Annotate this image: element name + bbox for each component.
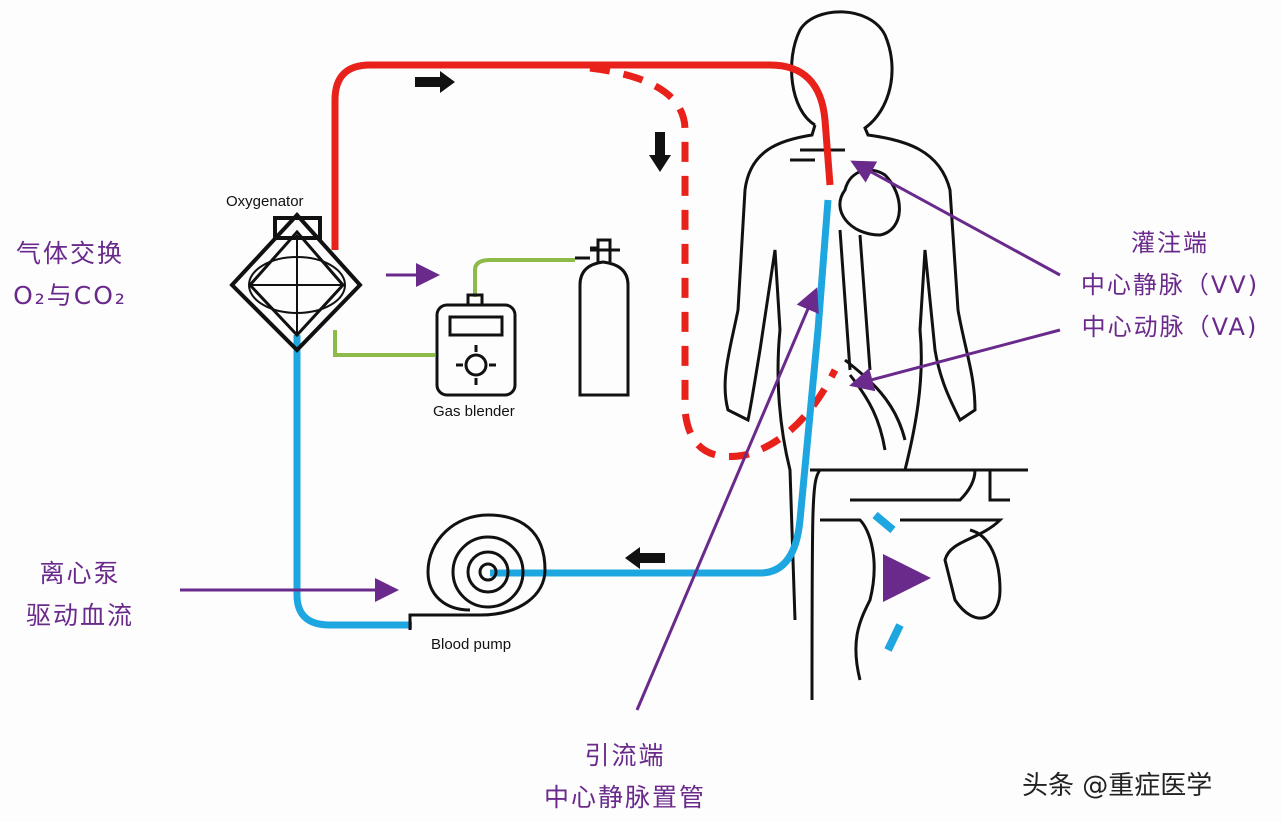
blood-pump-label: Blood pump [431, 636, 512, 653]
flow-arrows [415, 71, 671, 569]
arrow-left-icon [625, 547, 665, 569]
gas-exchange-line1: 气体交换 [15, 239, 124, 268]
gas-exchange-line2: O₂与CO₂ [13, 281, 127, 310]
oxygenator-icon [229, 212, 363, 353]
inset-cannula-marks [872, 511, 931, 652]
venous-pump-inlet-line [490, 199, 832, 577]
drainage-title: 引流端 [584, 741, 666, 770]
gas-blender-icon [435, 293, 517, 397]
arrow-down-icon [649, 132, 671, 172]
watermark: 头条 @重症医学 [1022, 771, 1213, 801]
human-body-outline [723, 10, 1028, 701]
perfusion-vv: 中心静脉（VV) [1080, 271, 1260, 299]
pump-line2: 驱动血流 [25, 601, 134, 630]
perfusion-title: 灌注端 [1131, 229, 1209, 257]
oxygenator-label: Oxygenator [226, 193, 304, 210]
drainage-detail: 中心静脉置管 [543, 783, 706, 812]
pump-annotation: 离心泵 驱动血流 [5, 553, 155, 637]
arterial-return-line [331, 61, 834, 250]
gas-blender-label: Gas blender [433, 403, 515, 420]
annotation-arrows [180, 160, 1061, 711]
venous-drainage-line [293, 335, 412, 629]
perfusion-va: 中心动脉（VA) [1081, 313, 1259, 341]
gas-line-cylinder-blender [473, 258, 575, 297]
gas-exchange-annotation: 气体交换 O₂与CO₂ [0, 233, 140, 317]
gas-cylinder-icon [575, 238, 630, 397]
arterial-dashed-va-line [589, 64, 839, 460]
perfusion-annotation: 灌注端 中心静脉（VV) 中心动脉（VA) [1058, 222, 1282, 348]
pump-line1: 离心泵 [39, 559, 121, 588]
blood-pump-icon [408, 513, 547, 630]
drainage-annotation: 引流端 中心静脉置管 [520, 735, 730, 819]
arrow-right-icon [415, 71, 455, 93]
gas-line-blender-oxygenator [333, 330, 435, 357]
